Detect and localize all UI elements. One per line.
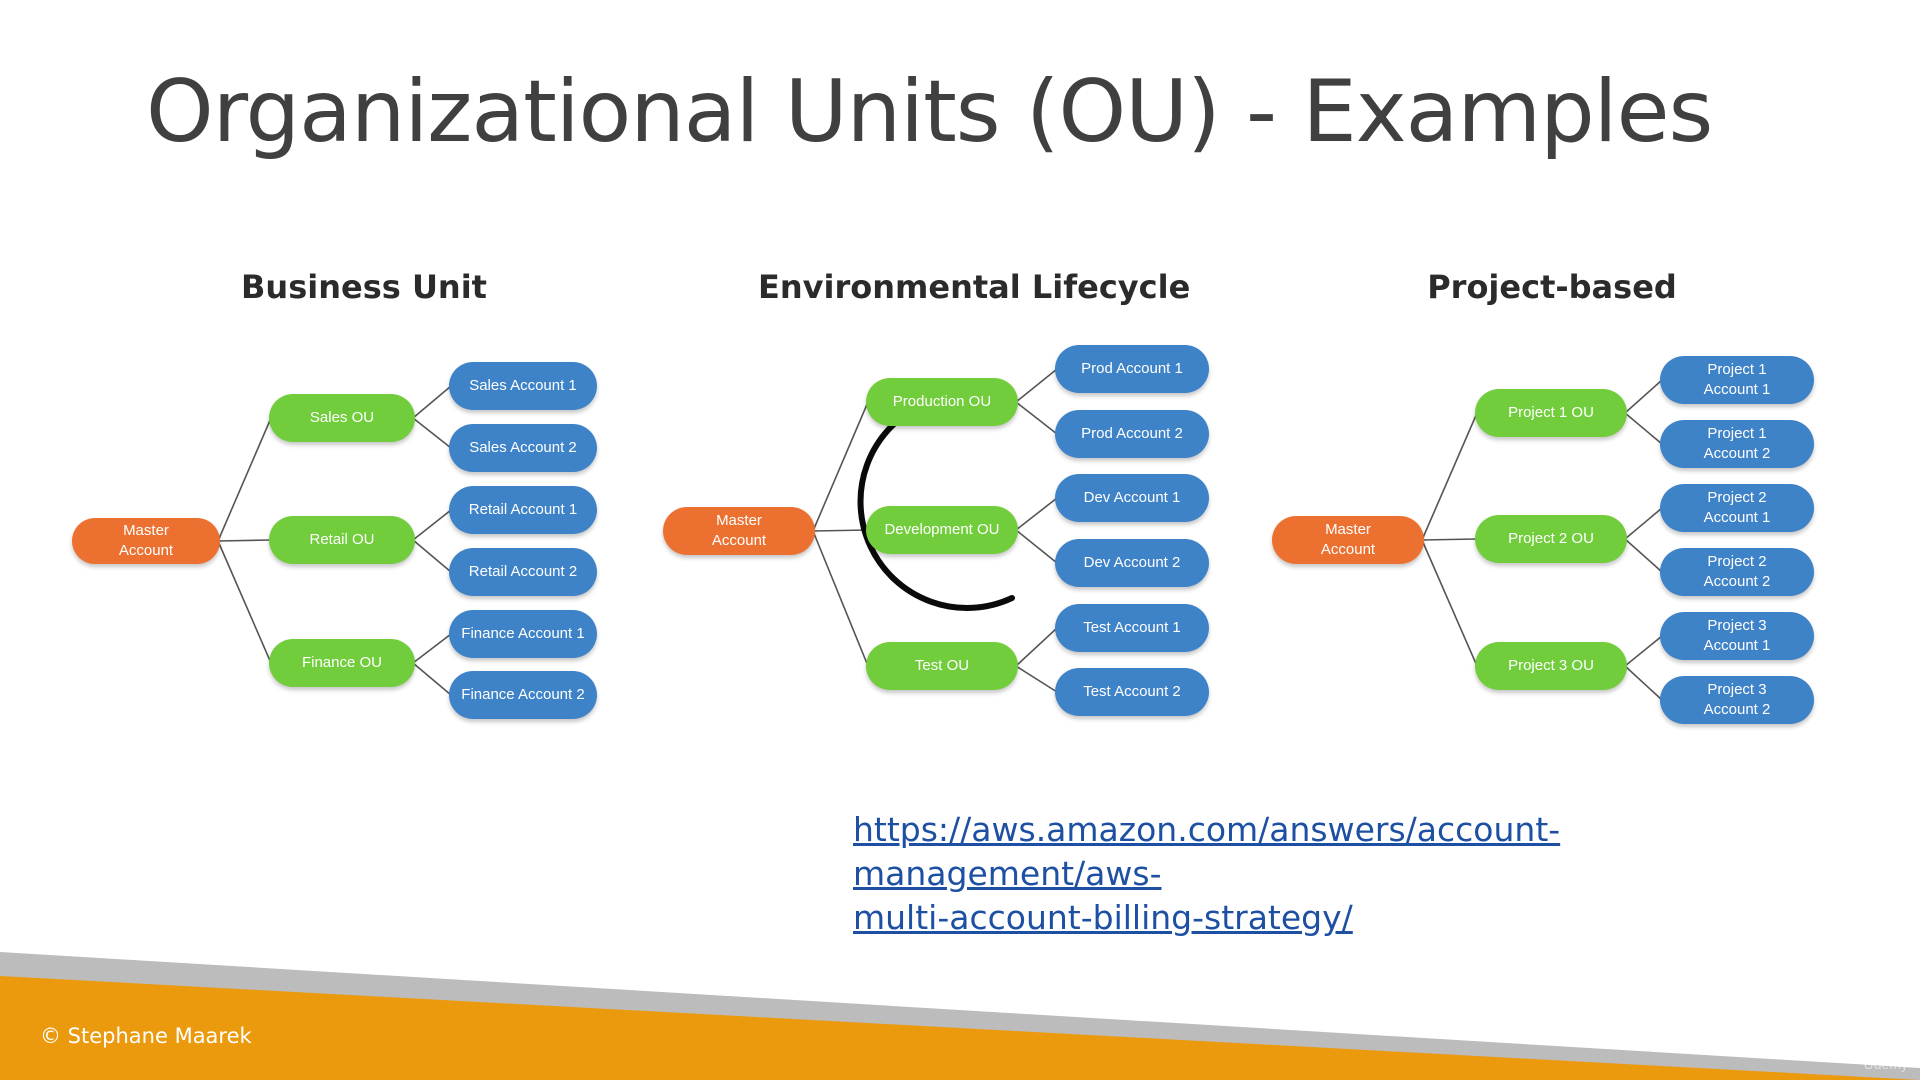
connector-env-ou-development-to-env-account-dev-1 — [1015, 497, 1058, 531]
link-line-1: https://aws.amazon.com/answers/account-m… — [853, 810, 1561, 893]
footer-orange-band — [0, 976, 1920, 1080]
connector-bu-ou-finance-to-bu-account-finance-1 — [412, 633, 452, 664]
proj-account-3-2: Project 3 Account 2 — [1660, 676, 1814, 724]
business-unit-title: Business Unit — [241, 268, 487, 306]
bu-account-finance-1: Finance Account 1 — [449, 610, 597, 658]
slide-title: Organizational Units (OU) - Examples — [146, 62, 1713, 162]
bu-account-sales-2: Sales Account 2 — [449, 424, 597, 472]
connector-bu-ou-finance-to-bu-account-finance-2 — [412, 662, 452, 696]
environmental-lifecycle-title: Environmental Lifecycle — [758, 268, 1191, 306]
connector-env-ou-production-to-env-account-prod-2 — [1015, 401, 1058, 435]
proj-ou-project-3: Project 3 OU — [1475, 642, 1627, 690]
env-ou-production: Production OU — [866, 378, 1018, 426]
udemy-watermark: Udemy — [1863, 1056, 1908, 1072]
bu-ou-retail: Retail OU — [269, 516, 415, 564]
env-account-prod-2: Prod Account 2 — [1055, 410, 1209, 458]
connector-bu-ou-retail-to-bu-account-retail-1 — [412, 509, 452, 541]
proj-account-2-2: Project 2 Account 2 — [1660, 548, 1814, 596]
project-based-title: Project-based — [1427, 268, 1677, 306]
env-ou-development: Development OU — [866, 506, 1018, 554]
connector-proj-ou-project-2-to-proj-account-2-1 — [1624, 507, 1663, 540]
link-line-2: multi-account-billing-strategy/ — [853, 898, 1353, 937]
bu-master-account: Master Account — [72, 518, 220, 564]
copyright-text: © Stephane Maarek — [40, 1024, 252, 1048]
bu-ou-sales: Sales OU — [269, 394, 415, 442]
connector-env-master-account-to-env-ou-production — [812, 401, 869, 532]
connector-proj-ou-project-3-to-proj-account-3-1 — [1624, 635, 1663, 667]
env-account-test-1: Test Account 1 — [1055, 604, 1209, 652]
proj-account-3-1: Project 3 Account 1 — [1660, 612, 1814, 660]
bu-account-sales-1: Sales Account 1 — [449, 362, 597, 410]
connector-proj-ou-project-1-to-proj-account-1-2 — [1624, 412, 1663, 445]
connector-env-ou-development-to-env-account-dev-2 — [1015, 529, 1058, 564]
connector-env-ou-test-to-env-account-test-1 — [1015, 627, 1058, 667]
connector-proj-master-account-to-proj-ou-project-2 — [1421, 538, 1478, 541]
env-account-prod-1: Prod Account 1 — [1055, 345, 1209, 393]
connector-bu-ou-sales-to-bu-account-sales-2 — [412, 417, 452, 449]
env-account-test-2: Test Account 2 — [1055, 668, 1209, 716]
connector-env-master-account-to-env-ou-development — [812, 529, 869, 532]
connector-bu-ou-sales-to-bu-account-sales-1 — [412, 385, 452, 419]
connector-proj-master-account-to-proj-ou-project-1 — [1421, 412, 1478, 541]
connector-bu-ou-retail-to-bu-account-retail-2 — [412, 539, 452, 573]
connector-bu-master-account-to-bu-ou-finance — [217, 540, 272, 664]
proj-ou-project-1: Project 1 OU — [1475, 389, 1627, 437]
connector-env-ou-test-to-env-account-test-2 — [1015, 665, 1058, 693]
bu-account-finance-2: Finance Account 2 — [449, 671, 597, 719]
env-ou-test: Test OU — [866, 642, 1018, 690]
proj-account-1-2: Project 1 Account 2 — [1660, 420, 1814, 468]
connector-proj-ou-project-3-to-proj-account-3-2 — [1624, 665, 1663, 701]
proj-account-1-1: Project 1 Account 1 — [1660, 356, 1814, 404]
connector-env-ou-production-to-env-account-prod-1 — [1015, 368, 1058, 403]
bu-account-retail-1: Retail Account 1 — [449, 486, 597, 534]
connector-bu-master-account-to-bu-ou-retail — [217, 539, 272, 542]
proj-ou-project-2: Project 2 OU — [1475, 515, 1627, 563]
aws-billing-strategy-link[interactable]: https://aws.amazon.com/answers/account-m… — [853, 808, 1773, 940]
connector-bu-master-account-to-bu-ou-sales — [217, 417, 272, 542]
connector-proj-ou-project-1-to-proj-account-1-1 — [1624, 379, 1663, 414]
connector-proj-master-account-to-proj-ou-project-3 — [1421, 539, 1478, 667]
bu-ou-finance: Finance OU — [269, 639, 415, 687]
connector-proj-ou-project-2-to-proj-account-2-2 — [1624, 538, 1663, 573]
proj-master-account: Master Account — [1272, 516, 1424, 564]
bu-account-retail-2: Retail Account 2 — [449, 548, 597, 596]
connector-env-master-account-to-env-ou-test — [812, 530, 869, 667]
env-account-dev-2: Dev Account 2 — [1055, 539, 1209, 587]
env-master-account: Master Account — [663, 507, 815, 555]
env-account-dev-1: Dev Account 1 — [1055, 474, 1209, 522]
proj-account-2-1: Project 2 Account 1 — [1660, 484, 1814, 532]
footer-gray-stripe — [0, 952, 1920, 1080]
